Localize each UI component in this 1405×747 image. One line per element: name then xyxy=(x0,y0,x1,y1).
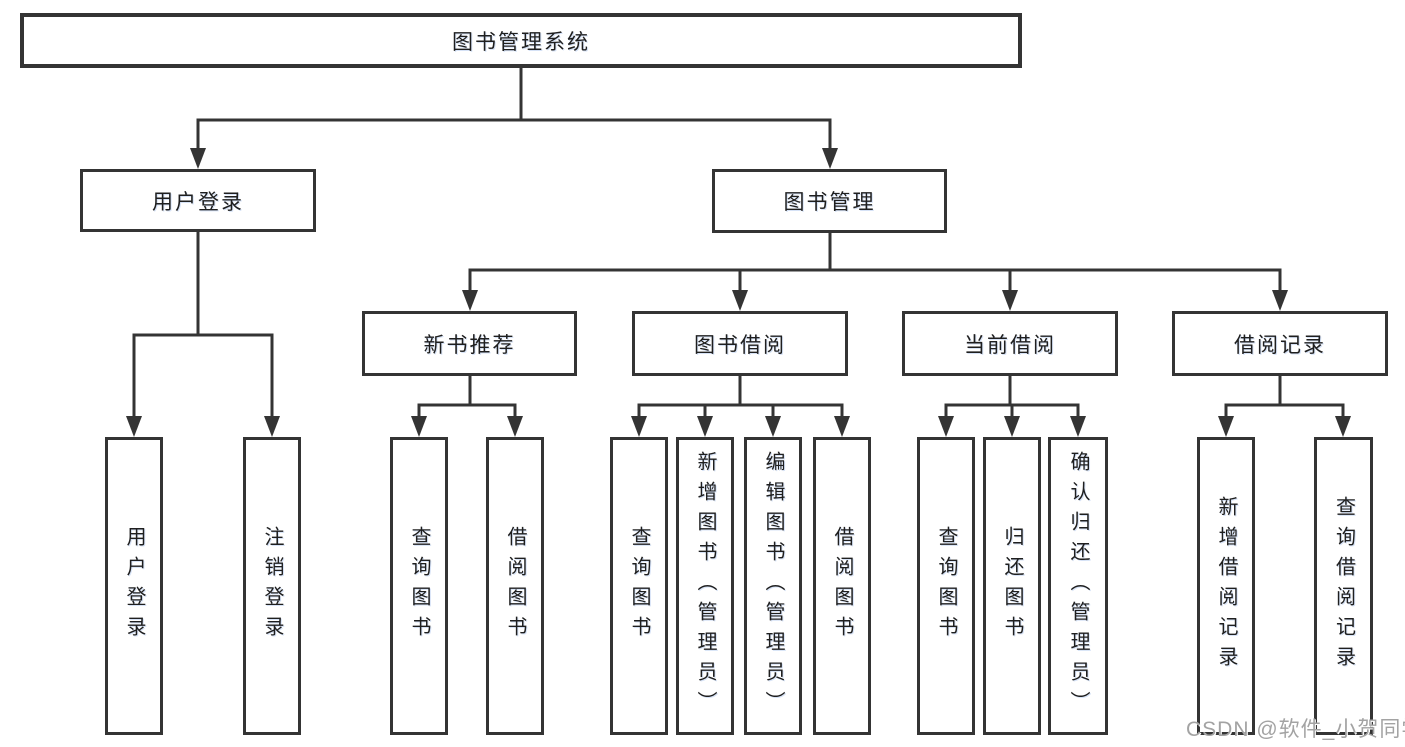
leaf-query-books-current: 查询图书 xyxy=(917,437,975,735)
leaf-add-book-admin: 新增图书（管理员） xyxy=(676,437,734,735)
leaf-query-books-recommend: 查询图书 xyxy=(390,437,448,735)
node-library-system-label: 图书管理系统 xyxy=(452,30,590,54)
node-user-login-branch-label: 用户登录 xyxy=(152,190,244,214)
leaf-logout: 注销登录 xyxy=(243,437,301,735)
node-book-management-label: 图书管理 xyxy=(783,191,876,214)
leaf-edit-book-admin: 编辑图书（管理员） xyxy=(744,437,802,735)
node-book-borrowing-label: 图书借阅 xyxy=(694,333,786,357)
node-user-login-branch: 用户登录 xyxy=(80,169,316,232)
leaf-query-borrow-record-label: 查询借阅记录 xyxy=(1332,496,1355,676)
leaf-edit-book-admin-label: 编辑图书（管理员） xyxy=(762,451,784,721)
leaf-add-borrow-record: 新增借阅记录 xyxy=(1197,437,1255,735)
leaf-user-login: 用户登录 xyxy=(105,437,163,735)
leaf-user-login-label: 用户登录 xyxy=(123,526,145,646)
node-book-management: 图书管理 xyxy=(712,169,947,233)
leaf-logout-label: 注销登录 xyxy=(261,526,283,646)
node-new-book-recommend: 新书推荐 xyxy=(362,311,577,376)
node-borrowing-records: 借阅记录 xyxy=(1172,311,1388,376)
leaf-query-books-current-label: 查询图书 xyxy=(935,526,957,646)
node-book-borrowing: 图书借阅 xyxy=(632,311,848,376)
node-borrowing-records-label: 借阅记录 xyxy=(1234,333,1326,357)
leaf-add-borrow-record-label: 新增借阅记录 xyxy=(1215,496,1237,676)
node-current-borrowing: 当前借阅 xyxy=(902,311,1118,376)
leaf-confirm-return-admin-label: 确认归还（管理员） xyxy=(1067,451,1089,721)
node-new-book-recommend-label: 新书推荐 xyxy=(423,333,516,357)
leaf-confirm-return-admin: 确认归还（管理员） xyxy=(1048,437,1108,735)
leaf-query-books-borrow: 查询图书 xyxy=(610,437,668,735)
leaf-query-books-recommend-label: 查询图书 xyxy=(408,526,430,646)
leaf-add-book-admin-label: 新增图书（管理员） xyxy=(694,451,716,721)
leaf-query-books-borrow-label: 查询图书 xyxy=(628,526,650,646)
leaf-borrow-books: 借阅图书 xyxy=(813,437,871,735)
node-library-system: 图书管理系统 xyxy=(20,13,1022,68)
csdn-watermark: CSDN @软件_小贺同学 xyxy=(1186,718,1405,741)
leaf-borrow-books-recommend-label: 借阅图书 xyxy=(504,526,526,646)
node-current-borrowing-label: 当前借阅 xyxy=(964,333,1056,357)
leaf-borrow-books-label: 借阅图书 xyxy=(831,526,853,646)
leaf-query-borrow-record: 查询借阅记录 xyxy=(1314,437,1373,735)
leaf-return-book: 归还图书 xyxy=(983,437,1041,735)
leaf-borrow-books-recommend: 借阅图书 xyxy=(486,437,544,735)
leaf-return-book-label: 归还图书 xyxy=(1001,526,1023,646)
